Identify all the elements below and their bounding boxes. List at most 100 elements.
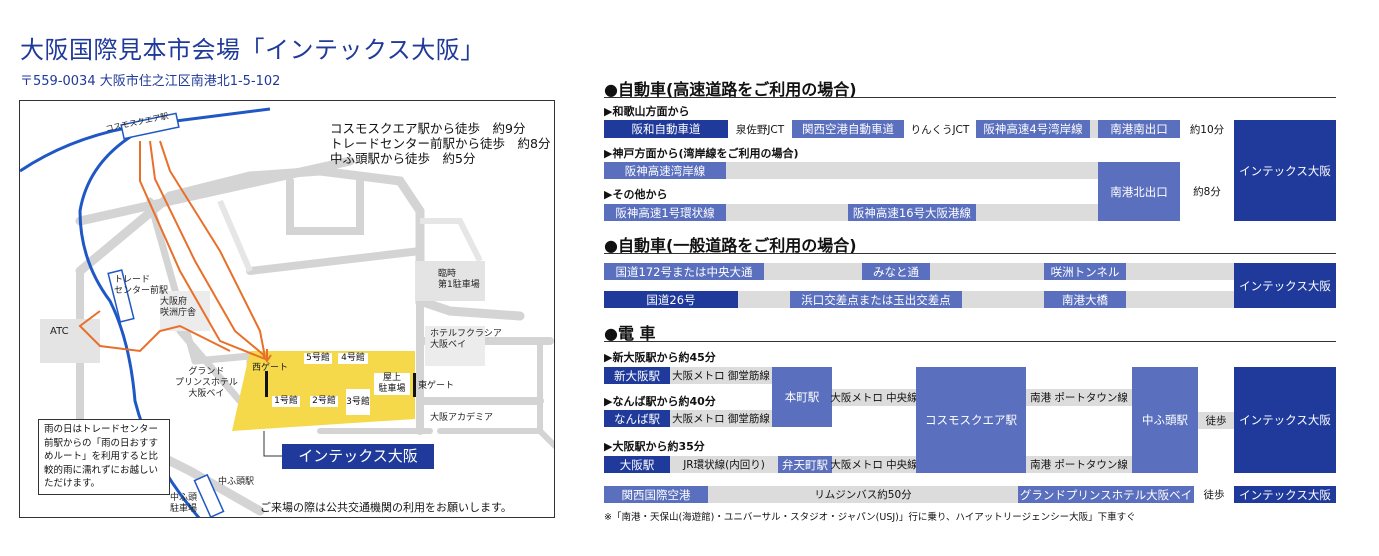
time-8min: 約8分: [1193, 186, 1221, 198]
label-nakafuto-station: 中ふ頭駅: [218, 477, 255, 487]
nanko-bridge: 南港大橋: [1044, 291, 1126, 308]
honmachi-station: 本町駅: [772, 367, 832, 427]
divider-train: [604, 341, 1336, 342]
bar-kobe: [604, 162, 1098, 179]
chuo-line-bentencho: 大阪メトロ 中央線: [830, 459, 918, 471]
bentencho-station: 弁天町駅: [778, 456, 832, 473]
hanshin-route16: 阪神高速16号大阪港線: [848, 204, 976, 221]
from-osaka: ▶大阪駅から約35分: [604, 440, 705, 453]
hall5-label: 5号館: [304, 353, 332, 364]
from-shinosaka: ▶新大阪駅から約45分: [604, 351, 716, 364]
osaka-station: 大阪駅: [604, 456, 670, 473]
rooftop-parking-label: 屋上 駐車場: [374, 373, 410, 395]
rain-note-box: 雨の日はトレードセンター前駅からの「雨の日おすすめルート」を利用すると比較的雨に…: [38, 419, 170, 495]
heading-train: ●電 車: [604, 324, 656, 343]
route26: 国道26号: [604, 291, 738, 308]
station-nakafuto-box: [193, 473, 225, 517]
road-prince: [176, 327, 244, 405]
label-hyatt: ホテルフクラシア 大阪ベイ: [430, 329, 502, 350]
walk-train: 徒歩: [1205, 415, 1227, 427]
label-grand-prince: グランド プリンスホテル 大阪ベイ: [175, 367, 238, 399]
venue-leader: [263, 431, 282, 457]
bar-porttown2: [1026, 456, 1132, 473]
label-east-gate: 東ゲート: [418, 381, 455, 391]
sakishima-tunnel: 咲洲トンネル: [1044, 263, 1126, 280]
hall2-label: 2号館: [310, 396, 338, 407]
road-cross: [217, 199, 253, 273]
bar-porttown1: [1026, 389, 1132, 406]
rinku-jct: りんくうJCT: [910, 123, 970, 136]
bar-osaka: [604, 456, 916, 473]
temp-parking-area: [415, 261, 485, 301]
walk-nakafuto: 中ふ頭駅から徒歩 約5分: [330, 151, 476, 166]
west-gate-arrow: [262, 349, 272, 363]
station-cosmo-box: [120, 112, 180, 140]
hall3-label: 3号館: [346, 389, 370, 415]
shinosaka-station: 新大阪駅: [604, 367, 670, 384]
midosuji-line-1: 大阪メトロ 御堂筋線: [672, 370, 770, 382]
sakishima-building: [160, 291, 210, 331]
divider-general: [604, 253, 1336, 254]
hyatt-building: [425, 326, 485, 366]
heading-highway: ●自動車(高速道路をご利用の場合): [604, 80, 857, 99]
hanshin-wangan: 阪神高速湾岸線: [604, 162, 726, 179]
cosmo-square-station: コスモスクエア駅: [916, 367, 1026, 473]
from-namba: ▶なんば駅から約40分: [604, 395, 716, 408]
from-wakayama: ▶和歌山方面から: [604, 105, 690, 118]
road-north: [75, 156, 355, 226]
road-main: [75, 166, 525, 321]
road-diag: [146, 197, 199, 365]
walk-trade: トレードセンター前駅から徒歩 約8分: [330, 136, 551, 151]
time-10min: 約10分: [1189, 123, 1225, 136]
walking-routes: [78, 140, 266, 360]
heading-general-road: ●自動車(一般道路をご利用の場合): [604, 236, 857, 255]
hall1-label: 1号館: [272, 396, 300, 407]
kanku-expressway: 関西空港自動車道: [792, 120, 904, 138]
label-academia: 大阪アカデミア: [430, 413, 494, 423]
porttown-line-2: 南港 ポートタウン線: [1030, 459, 1128, 471]
map-drawing: [20, 107, 554, 517]
kix-airport: 関西国際空港: [604, 486, 708, 503]
road-curve: [420, 218, 483, 263]
porttown-line-1: 南港 ポートタウン線: [1030, 392, 1128, 404]
hanshin-route4: 阪神高速4号湾岸線: [976, 120, 1090, 138]
from-other: ▶その他から: [604, 188, 668, 201]
midosuji-line-2: 大阪メトロ 御堂筋線: [672, 413, 770, 425]
divider-highway: [604, 97, 1336, 98]
station-trade-box: [107, 269, 135, 323]
walk-airport: 徒歩: [1194, 486, 1234, 503]
dest-general: インテックス大阪: [1234, 263, 1336, 308]
grand-prince-hotel: グランドプリンスホテル大阪ベイ: [1018, 486, 1194, 503]
walking-times: コスモスクエア駅から徒歩 約9分 トレードセンター前駅から徒歩 約8分 中ふ頭駅…: [330, 121, 550, 166]
road-east-edge: [537, 338, 554, 449]
label-west-gate: 西ゲート: [252, 363, 289, 373]
label-nakafuto-parking: 中ふ頭 駐車場: [170, 493, 198, 514]
dest-train: インテックス大阪: [1234, 367, 1336, 473]
transport-notice: ご来場の際は公共交通機関の利用をお願いします。: [260, 501, 512, 514]
route172: 国道172号または中央大通: [604, 263, 764, 280]
label-atc: ATC: [50, 326, 69, 337]
bar-walk: [1198, 412, 1234, 429]
nanko-north-exit: 南港北出口: [1098, 162, 1180, 221]
atc-building: [40, 319, 100, 363]
from-kobe: ▶神戸方面から(湾岸線をご利用の場合): [604, 147, 799, 160]
address: 〒559-0034 大阪市住之江区南港北1-5-102: [20, 74, 281, 89]
bar-gap1: [1090, 120, 1098, 138]
bar-honmachi: [832, 389, 916, 406]
chuo-line-honmachi: 大阪メトロ 中央線: [830, 392, 918, 404]
nakafuto-station: 中ふ頭駅: [1132, 367, 1198, 473]
jr-loop-line: JR環状線(内回り): [683, 459, 765, 471]
access-map: コスモスクエア駅 トレード センター前駅 中ふ頭駅 中ふ頭 駐車場 ATC 大阪…: [19, 100, 555, 518]
label-temp-parking: 臨時 第1駐車場: [438, 269, 480, 290]
dest-highway: インテックス大阪: [1234, 120, 1336, 221]
label-trade-station: トレード センター前駅: [114, 275, 169, 296]
footnote: ※「南港・天保山(海遊館)・ユニバーサル・スタジオ・ジャパン(USJ)」行に乗り…: [604, 512, 1136, 523]
west-gate-mark: [265, 371, 268, 397]
road-loop: [286, 177, 364, 235]
label-sakishima: 大阪府 咲洲庁舎: [160, 297, 197, 318]
road-mid: [246, 247, 424, 275]
limousine-bus: リムジンバス約50分: [814, 489, 912, 501]
hanwa-expressway: 阪和自動車道: [604, 120, 728, 138]
east-gate-mark: [413, 373, 416, 397]
page-title: 大阪国際見本市会場「インテックス大阪」: [20, 36, 485, 64]
